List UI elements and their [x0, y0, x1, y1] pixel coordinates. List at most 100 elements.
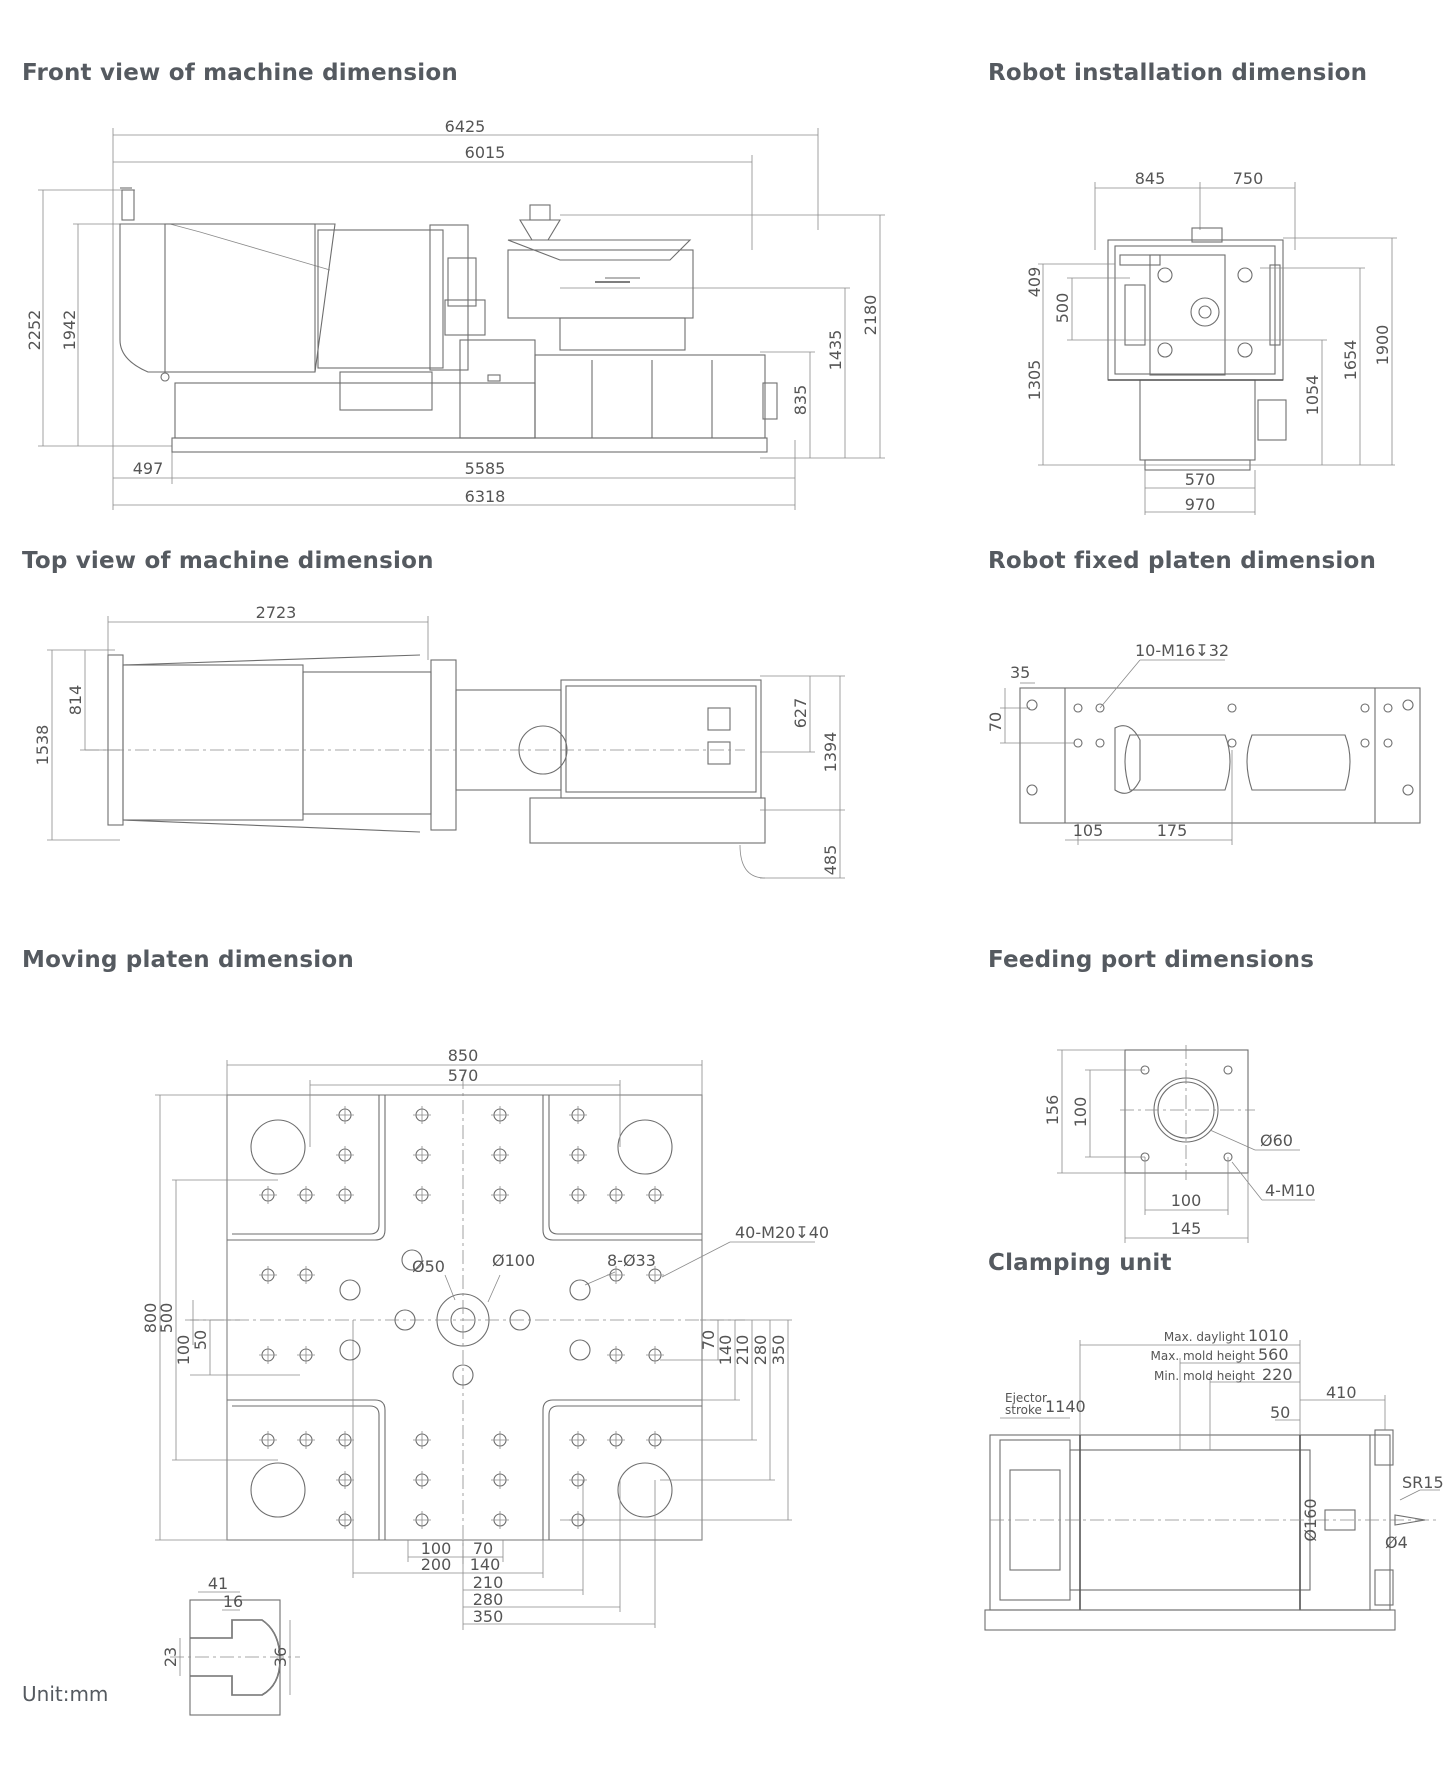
- bolt-hole-cross: [646, 1346, 664, 1364]
- bolt-hole-cross: [336, 1471, 354, 1489]
- min-mold-value: 220: [1262, 1365, 1293, 1384]
- front-view-title: Front view of machine dimension: [22, 60, 458, 86]
- dim-6318: 6318: [465, 487, 506, 506]
- slot-16: 16: [223, 1592, 243, 1611]
- moving-platen-title: Moving platen dimension: [22, 947, 354, 973]
- dim-750: 750: [1233, 169, 1264, 188]
- dim-850: 850: [448, 1046, 479, 1065]
- dim-1054: 1054: [1303, 375, 1322, 416]
- bolt-hole-cross: [259, 1266, 277, 1284]
- bolt-hole-cross: [569, 1431, 587, 1449]
- dim-835: 835: [791, 385, 810, 416]
- dim-b280: 280: [473, 1590, 504, 1609]
- dim-410: 410: [1326, 1383, 1357, 1402]
- bolt-hole-cross: [297, 1431, 315, 1449]
- dim-d100: Ø100: [492, 1251, 535, 1270]
- dim-2252: 2252: [25, 310, 44, 351]
- dim-570: 570: [1185, 470, 1216, 489]
- ejector-hole: [401, 1249, 423, 1271]
- bolt-hole-cross: [297, 1186, 315, 1204]
- bolt-hole-cross: [259, 1186, 277, 1204]
- bolt-hole-cross: [491, 1106, 509, 1124]
- dim-1942: 1942: [60, 310, 79, 351]
- ejector-value: 1140: [1045, 1397, 1086, 1416]
- platen-holes: 8-Ø33: [607, 1251, 656, 1270]
- moving-platen-drawing: [155, 1060, 815, 1716]
- bolt-hole-cross: [336, 1146, 354, 1164]
- dim-1394: 1394: [821, 732, 840, 773]
- dim-d160: Ø160: [1301, 1498, 1320, 1541]
- ejector-hole: [569, 1279, 591, 1301]
- dim-970: 970: [1185, 495, 1216, 514]
- ejector-hole: [339, 1279, 361, 1301]
- dim-2723: 2723: [256, 603, 297, 622]
- clamping-unit-drawing: [984, 1340, 1440, 1631]
- bolt-hole-cross: [491, 1146, 509, 1164]
- bolt-hole-cross: [297, 1266, 315, 1284]
- dim-100-platen: 100: [174, 1335, 193, 1366]
- bolt-hole-cross: [413, 1431, 431, 1449]
- bolt-hole-cross: [607, 1346, 625, 1364]
- dim-627: 627: [791, 698, 810, 729]
- dim-409: 409: [1025, 267, 1044, 298]
- dim-175: 175: [1157, 821, 1188, 840]
- dim-r140: 140: [716, 1335, 735, 1366]
- bolt-hole-cross: [491, 1511, 509, 1529]
- dim-500: 500: [1053, 293, 1072, 324]
- dim-485: 485: [821, 845, 840, 876]
- dim-b70: 70: [473, 1539, 493, 1558]
- bolt-hole-cross: [336, 1186, 354, 1204]
- dim-570-platen: 570: [448, 1066, 479, 1085]
- bolt-hole-cross: [413, 1146, 431, 1164]
- bolt-hole-cross: [569, 1471, 587, 1489]
- bolt-hole-cross: [259, 1346, 277, 1364]
- bolt-hole-cross: [607, 1186, 625, 1204]
- robot-platen-title: Robot fixed platen dimension: [988, 548, 1377, 574]
- bolt-hole-cross: [491, 1431, 509, 1449]
- ejector-label-2: stroke: [1005, 1403, 1042, 1417]
- feeding-port-title: Feeding port dimensions: [988, 947, 1315, 973]
- ejector-hole: [452, 1364, 474, 1386]
- feed-thread: 4-M10: [1265, 1181, 1315, 1200]
- bolt-hole-cross: [297, 1346, 315, 1364]
- bolt-hole-cross: [646, 1186, 664, 1204]
- bolt-hole-cross: [259, 1431, 277, 1449]
- top-view-drawing: [47, 616, 845, 879]
- top-view-title: Top view of machine dimension: [22, 548, 434, 574]
- dim-d50: Ø50: [412, 1257, 445, 1276]
- dim-35: 35: [1010, 663, 1030, 682]
- dim-800: 800: [141, 1303, 160, 1334]
- dim-497: 497: [133, 459, 164, 478]
- ejector-hole: [509, 1309, 531, 1331]
- max-mold-value: 560: [1258, 1345, 1289, 1364]
- ejector-hole: [339, 1339, 361, 1361]
- dim-b200: 200: [421, 1555, 452, 1574]
- bolt-hole-cross: [646, 1266, 664, 1284]
- bolt-hole-cross: [569, 1106, 587, 1124]
- dim-100-feed-v: 100: [1071, 1097, 1090, 1128]
- dim-145: 145: [1171, 1219, 1202, 1238]
- dim-845: 845: [1135, 169, 1166, 188]
- dim-105: 105: [1073, 821, 1104, 840]
- bolt-hole-cross: [569, 1186, 587, 1204]
- dim-6015: 6015: [465, 143, 506, 162]
- unit-label: Unit:mm: [22, 1682, 109, 1706]
- dim-b100: 100: [421, 1539, 452, 1558]
- platen-thread: 40-M20↧40: [735, 1223, 829, 1242]
- feeding-port-drawing: [1057, 1045, 1315, 1243]
- robot-install-drawing: [1038, 182, 1397, 515]
- dim-r70: 70: [699, 1330, 718, 1350]
- bolt-hole-cross: [413, 1186, 431, 1204]
- dim-70: 70: [986, 712, 1005, 732]
- bolt-hole-cross: [413, 1471, 431, 1489]
- dim-1538: 1538: [33, 725, 52, 766]
- slot-41: 41: [208, 1574, 228, 1593]
- max-mold-label: Max. mold height: [1151, 1349, 1256, 1363]
- bolt-hole-cross: [646, 1431, 664, 1449]
- dim-1305: 1305: [1025, 360, 1044, 401]
- dim-156: 156: [1043, 1095, 1062, 1126]
- dim-b140: 140: [470, 1555, 501, 1574]
- ejector-label-1: Ejector: [1005, 1391, 1047, 1405]
- clamping-unit-title: Clamping unit: [988, 1250, 1172, 1276]
- dim-1654: 1654: [1341, 340, 1360, 381]
